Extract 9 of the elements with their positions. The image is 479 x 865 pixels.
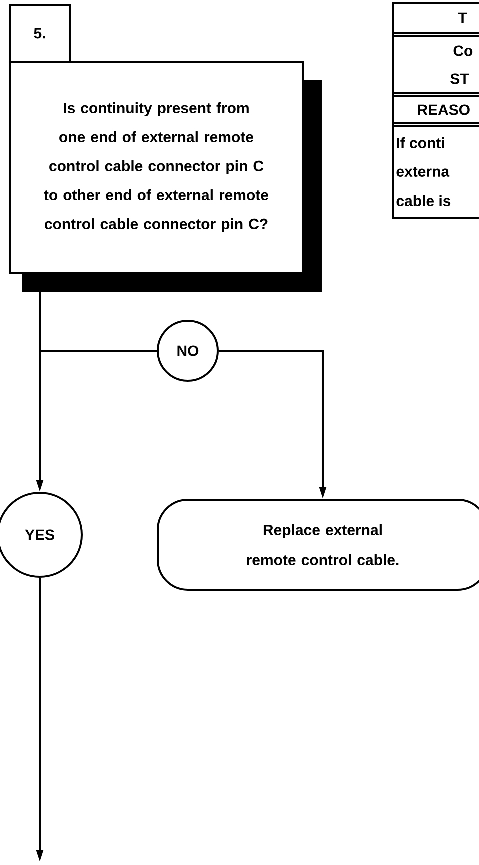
table-cell: REASO (418, 104, 470, 116)
table-cell: T (458, 12, 468, 24)
table-cell: cable is (396, 196, 451, 207)
table-cell: externa (396, 167, 450, 177)
table-cell: ST (450, 74, 470, 84)
question-box: Is continuity present from one end of external remote control cable connector pin C to other end of external remote control cable connector pin C? (9, 61, 322, 292)
table-cell: Co (454, 46, 473, 56)
table-cell: If conti (397, 138, 444, 149)
action-box: Replace external remote control cable. (157, 499, 479, 591)
